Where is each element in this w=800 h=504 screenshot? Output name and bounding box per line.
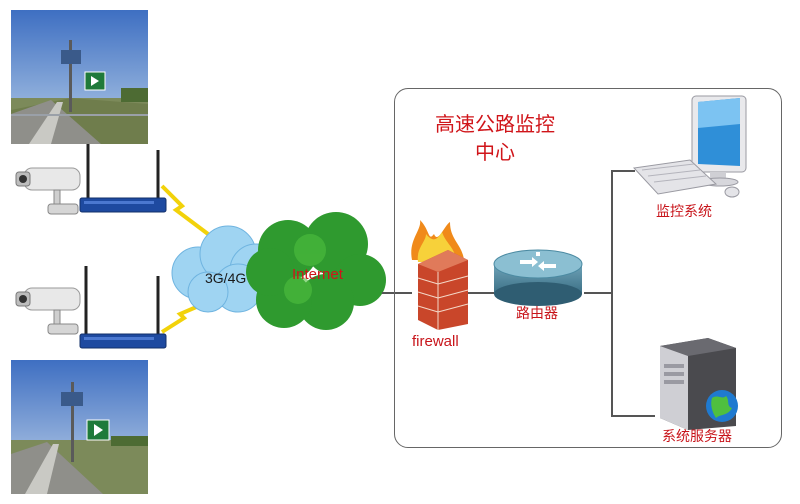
highway-photo-bottom [11, 360, 148, 494]
monitor-system-label: 监控系统 [656, 204, 712, 220]
computer-monitor-icon [628, 94, 748, 200]
router-label: 路由器 [516, 306, 558, 322]
internet-firewall-link [382, 292, 412, 294]
branch-to-monitor-line [611, 170, 635, 172]
wireless-router-icon [76, 262, 172, 358]
control-center-title-line1: 高速公路监控 [435, 112, 555, 136]
firewall-label: firewall [412, 333, 459, 350]
surveillance-camera-icon [14, 280, 84, 344]
router-branch-link [584, 292, 612, 294]
firewall-router-link [468, 292, 494, 294]
control-center-title-line2: 中心 [475, 140, 515, 164]
router-icon [492, 248, 584, 308]
server-label: 系统服务器 [662, 429, 732, 445]
firewall-icon [404, 220, 474, 330]
wireless-signal-icon [160, 300, 212, 336]
branch-vertical-line [611, 170, 613, 416]
server-icon [652, 334, 748, 430]
internet-label: Internet [292, 266, 343, 283]
surveillance-camera-icon [14, 160, 84, 224]
control-center-panel [394, 88, 782, 448]
branch-to-server-line [611, 415, 655, 417]
highway-photo-top [11, 10, 148, 144]
wireless-router-icon [76, 140, 172, 224]
wireless-signal-icon [160, 182, 212, 238]
internet-cloud [240, 210, 390, 336]
wireless-network-label: 3G/4G [205, 270, 247, 286]
